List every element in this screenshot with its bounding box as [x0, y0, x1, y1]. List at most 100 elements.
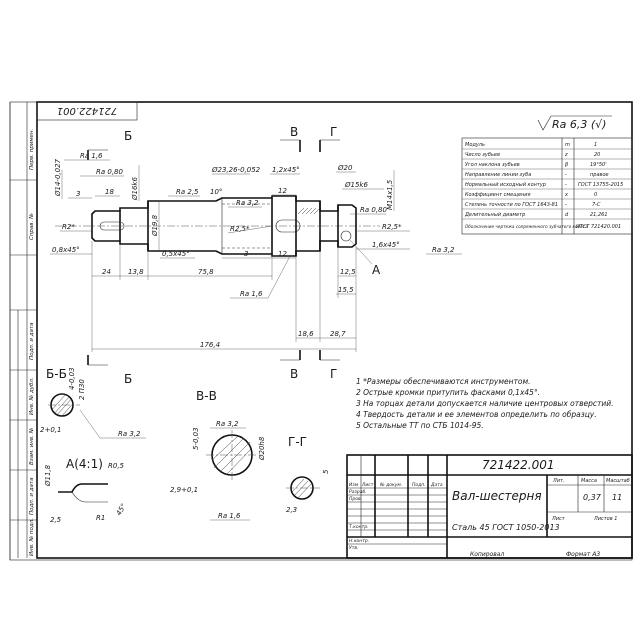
- dim-15-5: 15,5: [338, 286, 354, 294]
- dim-d15k6: Ø15k6: [344, 181, 368, 189]
- gg-dim-1: 5: [322, 469, 330, 474]
- section-vv: В-В 5-0,03 Ø20h8 2,9+0,1 Ra 3,2 Ra 1,6: [170, 389, 266, 521]
- dim-24: 24: [102, 268, 111, 276]
- dim-0-5x45: 0,5x45°: [162, 250, 190, 258]
- section-vv-label: В-В: [196, 389, 217, 403]
- param-name-6: Степень точности по ГОСТ 1643-81: [465, 202, 558, 208]
- section-bb-label: Б-Б: [46, 367, 67, 381]
- general-roughness: Ra 6,3 (√): [537, 115, 612, 131]
- param-sym-7: d: [565, 212, 569, 218]
- tb-role-tcontr: Т.контр.: [349, 524, 369, 530]
- section-bb: Б-Б 2 П30 4-0,03 2+0,1 Ra 3,2: [40, 367, 146, 439]
- param-val-7: 21,261: [590, 212, 608, 218]
- param-sym-2: β: [565, 162, 569, 168]
- stamp-replace-inv: Взам. инв. №: [29, 427, 35, 465]
- param-val-3: правое: [590, 172, 609, 178]
- section-gg: Г-Г 5 2,3: [286, 435, 330, 514]
- tb-h-mass: Масса: [581, 478, 597, 484]
- tb-sheets: Листов 1: [593, 516, 617, 522]
- dim-r2-5-left: R2,5*: [230, 225, 250, 233]
- tb-scale: 11: [612, 493, 622, 502]
- bb-dim-2: 4-0,03: [68, 367, 76, 390]
- dim-r2-5-right: R2,5*: [382, 223, 402, 231]
- note-4: 4 Твердость детали и ее элементов опреде…: [356, 410, 597, 419]
- param-sym-3: -: [565, 172, 567, 178]
- roughness-callouts: Ra 1,6 Ra 0,80 Ra 2,5 Ra 3,2 Ra 0,80 Ra …: [64, 152, 462, 299]
- param-sym-4: -: [565, 182, 567, 188]
- dim-d19-8: Ø19,8: [151, 214, 159, 237]
- dim-d20: Ø20: [337, 164, 353, 172]
- dim-18: 18: [105, 188, 114, 196]
- tb-role-ncontr: Н.контр.: [349, 538, 369, 544]
- ra-3-2-top: Ra 3,2: [236, 199, 259, 207]
- a-dim-r05: R0,5: [108, 462, 125, 470]
- ra-vv: Ra 3,2: [216, 420, 239, 428]
- param-name-7: Делительный диаметр: [464, 212, 525, 218]
- gg-hatch: [291, 478, 312, 499]
- param-name-2: Угол наклона зубьев: [465, 162, 520, 168]
- tb-h-lit: Лит.: [552, 478, 565, 484]
- a-dim-ang: 45°: [115, 502, 128, 517]
- dim-d16: Ø16k6: [131, 177, 139, 201]
- ra-3-2-right: Ra 3,2: [432, 246, 455, 254]
- param-val-4: ГОСТ 13755-2015: [578, 182, 623, 188]
- marker-g-bottom: Г: [330, 367, 337, 381]
- tb-row-izm: Изм: [349, 482, 359, 488]
- keyway-1: [99, 221, 125, 231]
- ra-0-80-right: Ra 0,80: [360, 206, 388, 214]
- note-3: 3 На торцах детали допускается наличие ц…: [356, 399, 614, 408]
- param-name-8: Обозначение чертежа сопряженного зубчато…: [465, 224, 588, 229]
- param-val-8: ИТСТ 721420.001: [576, 224, 621, 230]
- stamp-sign-date-2: Подп. и дата: [29, 477, 35, 515]
- tb-role-check: Пров.: [349, 496, 362, 502]
- dim-d23-26: Ø23,26-0,052: [211, 166, 261, 174]
- rotated-number-box: 721422.001: [36, 101, 138, 121]
- stamp-first-use: Перв. примен.: [29, 128, 35, 170]
- param-name-5: Коэффициент смещения: [465, 192, 531, 198]
- dim-176-4: 176,4: [200, 341, 220, 349]
- dim-28-7: 28,7: [330, 330, 346, 338]
- param-name-3: Направление линии зуба: [465, 172, 531, 178]
- inner-frame: [36, 101, 633, 559]
- tb-role-dev: Разраб.: [349, 489, 367, 495]
- bb-dim-1: 2 П30: [78, 379, 86, 400]
- dim-d14: Ø14-0,027: [54, 158, 62, 197]
- title-block: 721422.001 Вал-шестерня Сталь 45 ГОСТ 10…: [346, 454, 633, 559]
- tb-role-approve: Утв.: [349, 545, 358, 551]
- a-dim-r1: R1: [96, 514, 105, 522]
- section-markers: Б Б В В Г Г: [87, 125, 340, 386]
- dim-18-6: 18,6: [298, 330, 314, 338]
- shaft-main-view: А: [55, 195, 381, 277]
- tb-sheet: Лист: [551, 516, 566, 522]
- vv-dim-2: Ø20h8: [258, 436, 266, 461]
- param-name-1: Число зубьев: [465, 152, 500, 158]
- dim-0-8x45: 0,8x45°: [52, 246, 80, 254]
- tb-number: 721422.001: [482, 458, 555, 472]
- tb-mass: 0,37: [583, 493, 602, 502]
- param-val-1: 20: [594, 152, 600, 158]
- vv-dim-1: 5-0,03: [192, 427, 200, 450]
- tb-row-list: Лист: [361, 482, 374, 488]
- param-val-5: 0: [594, 192, 597, 198]
- dim-75-8: 75,8: [198, 268, 214, 276]
- tb-copied: Копировал: [470, 551, 504, 558]
- dim-r2: R2*: [62, 223, 75, 231]
- param-name-4: Нормальный исходный контур: [465, 182, 546, 188]
- tb-row-date: Дата: [430, 482, 443, 488]
- tb-format: Формат А3: [566, 551, 600, 558]
- dim-10deg: 10°: [210, 188, 222, 196]
- general-roughness-text: Ra 6,3 (√): [552, 118, 606, 131]
- rotated-number: 721422.001: [57, 105, 117, 116]
- marker-a: А: [372, 263, 381, 277]
- dimensions: 3 18 Ø14-0,027 Ø16k6 Ø19,8 Ø23,26-0,052 …: [50, 158, 410, 352]
- ra-2-5: Ra 2,5: [176, 188, 199, 196]
- param-val-2: 19°50': [590, 162, 607, 168]
- dim-12-bottom: 12: [278, 250, 287, 258]
- param-name-0: Модуль: [465, 142, 485, 148]
- thread-hatch: [297, 207, 321, 215]
- marker-b-bottom: Б: [124, 372, 132, 386]
- gear-params-table: Модуль m 1 Число зубьев z 20 Угол наклон…: [461, 137, 633, 235]
- tb-h-scale: Масштаб: [606, 478, 630, 484]
- detail-a: А(4:1) Ø11,8 R0,5 R1 2,5 45°: [44, 457, 128, 524]
